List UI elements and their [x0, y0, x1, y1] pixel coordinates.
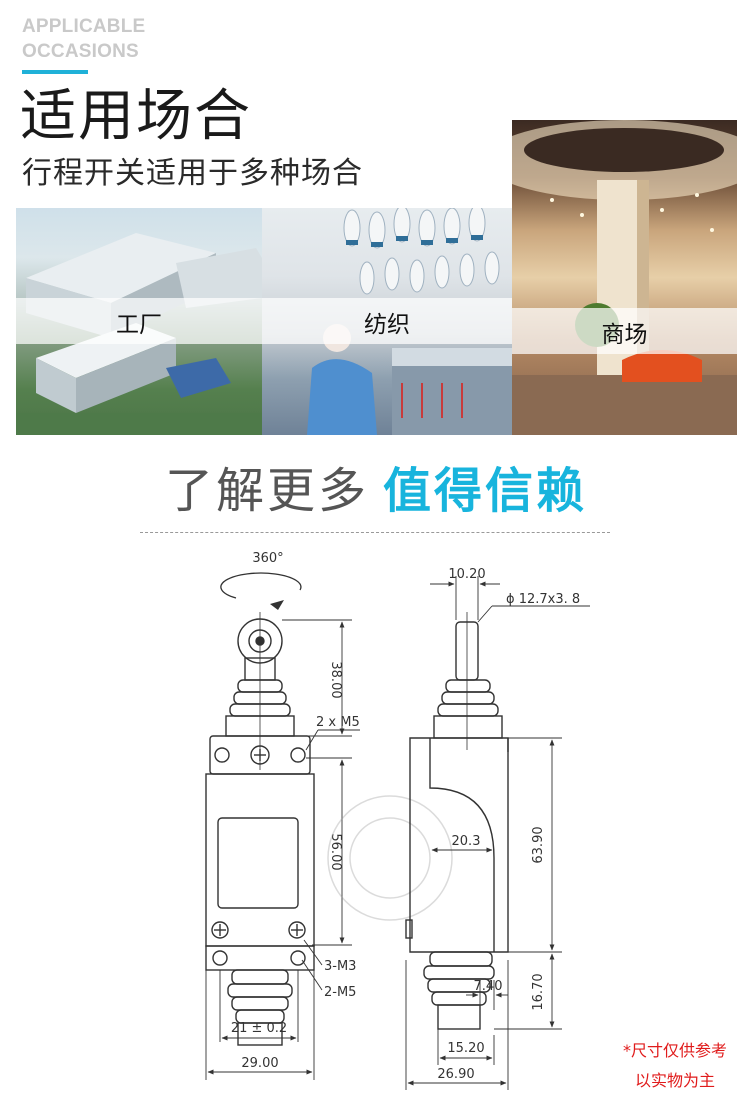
english-heading: APPLICABLE OCCASIONS: [22, 14, 145, 64]
page-subtitle: 行程开关适用于多种场合: [22, 156, 363, 191]
dim-screw-bottom-b: 2-M5: [324, 985, 356, 1000]
textile-label-band: [262, 298, 512, 344]
dim-roller: ϕ 12.7x3. 8: [506, 592, 580, 607]
watermark-seal-icon: [327, 795, 453, 921]
textile-photo: 纺织: [262, 208, 512, 435]
dim-height-top: 38.00: [328, 661, 343, 698]
front-dimension-lines: [205, 619, 360, 1080]
english-heading-line2: OCCASIONS: [22, 41, 139, 62]
mall-label: 商场: [601, 322, 648, 348]
english-heading-line1: APPLICABLE: [22, 16, 146, 37]
dim-screw-top: 2 x M5: [316, 715, 360, 730]
mall-photo: 商场: [512, 120, 737, 435]
dim-inner-width: 20.3: [452, 834, 481, 849]
dim-bottom-width: 15.20: [447, 1041, 484, 1056]
front-view: [205, 612, 315, 1046]
mall-label-band: [512, 308, 737, 354]
rotation-arrow-icon: [220, 572, 302, 610]
factory-photo: 工厂: [16, 208, 262, 435]
dim-bottom-inner: 7.40: [474, 979, 503, 994]
section-divider: [140, 532, 610, 533]
dim-total-width: 26.90: [437, 1067, 474, 1082]
factory-label-band: [16, 298, 262, 344]
dim-bottom-height: 16.70: [531, 973, 546, 1010]
dim-plunger-width: 10.20: [448, 567, 485, 582]
dim-screw-bottom-a: 3-M3: [324, 959, 356, 974]
section-heading-accent: 值得信赖: [383, 463, 588, 519]
section-heading: 了解更多值得信赖: [165, 460, 587, 522]
dim-width: 29.00: [241, 1056, 278, 1071]
dimension-drawing: 360°: [205, 551, 590, 1090]
side-view: [405, 612, 509, 1030]
mall-illustration: [512, 120, 737, 435]
rotation-label: 360°: [252, 551, 283, 566]
dim-height-body: 56.00: [328, 833, 343, 870]
dimension-note-line1: *尺寸仅供参考: [622, 1041, 727, 1060]
dimension-note-line2: 以实物为主: [634, 1071, 715, 1090]
dim-hole-spacing: 21 ± 0.2: [231, 1021, 287, 1036]
page-title: 适用场合: [20, 84, 252, 149]
accent-bar: [22, 70, 88, 74]
textile-label: 纺织: [364, 312, 410, 338]
factory-label: 工厂: [116, 312, 162, 338]
side-dimension-lines: [405, 576, 590, 1090]
dim-body-height: 63.90: [531, 826, 546, 863]
section-heading-plain: 了解更多: [165, 463, 370, 519]
dimension-note: *尺寸仅供参考 以实物为主: [610, 1036, 740, 1096]
